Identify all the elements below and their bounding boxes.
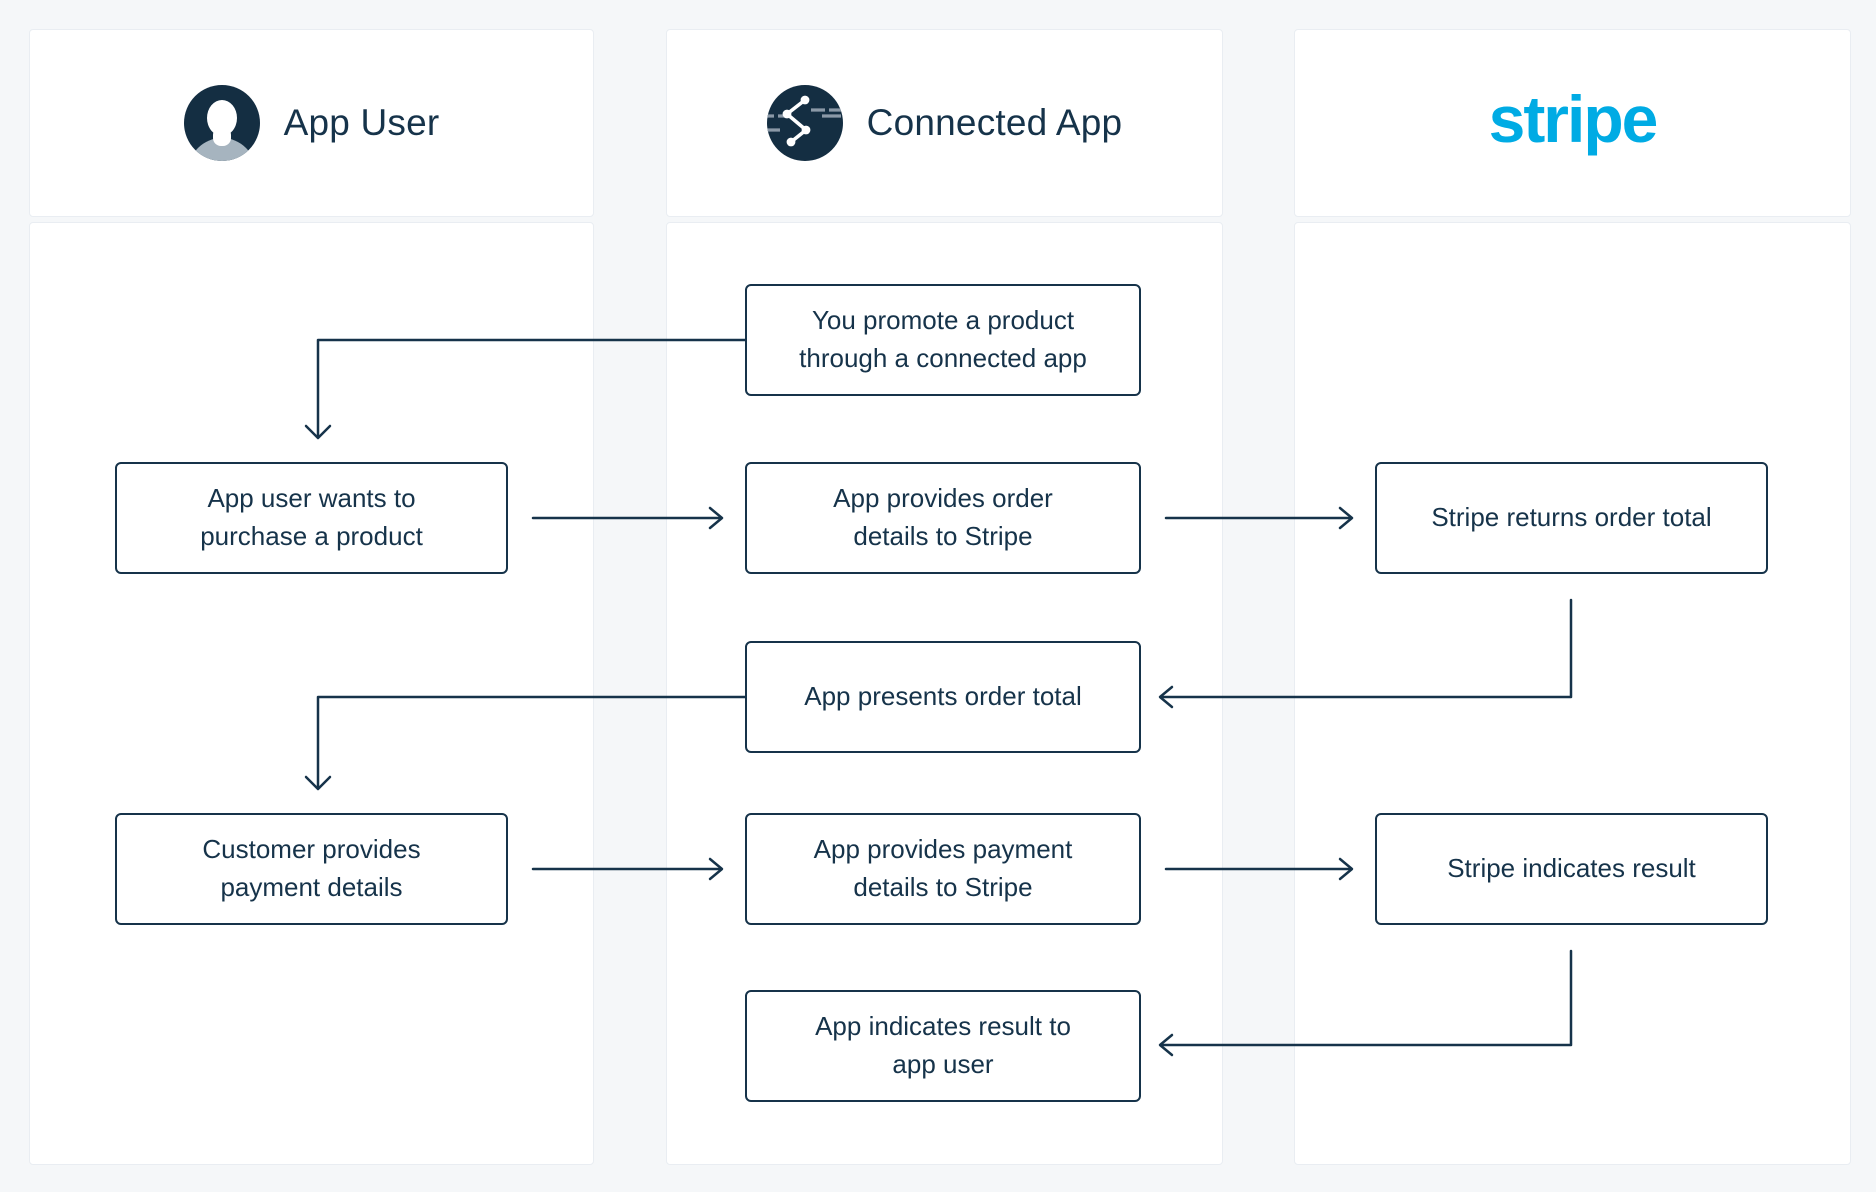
flow-box-presents-total: App presents order total (745, 641, 1141, 753)
user-avatar-icon (183, 85, 260, 161)
flow-box-indicates-result: Stripe indicates result (1375, 813, 1768, 925)
connected-app-icon (766, 85, 843, 161)
column-title-app-user: App User (283, 102, 440, 143)
flow-box-result-to-user: App indicates result to app user (745, 990, 1141, 1102)
flow-box-payment-to-stripe: App provides payment details to Stripe (745, 813, 1141, 925)
column-header-app-user: App User (29, 29, 594, 217)
flow-box-payment-details: Customer provides payment details (115, 813, 508, 925)
stripe-wordmark-logo: stripe (1488, 82, 1659, 156)
column-lane-stripe (1294, 222, 1851, 1165)
column-header-stripe: stripe (1294, 29, 1851, 217)
column-lane-app-user (29, 222, 594, 1165)
column-header-connected-app: Connected App (666, 29, 1223, 217)
flow-box-promote-product: You promote a product through a connecte… (745, 284, 1141, 396)
flow-box-order-total: Stripe returns order total (1375, 462, 1768, 574)
column-title-connected-app: Connected App (866, 102, 1123, 143)
flow-box-order-details: App provides order details to Stripe (745, 462, 1141, 574)
flow-box-wants-purchase: App user wants to purchase a product (115, 462, 508, 574)
